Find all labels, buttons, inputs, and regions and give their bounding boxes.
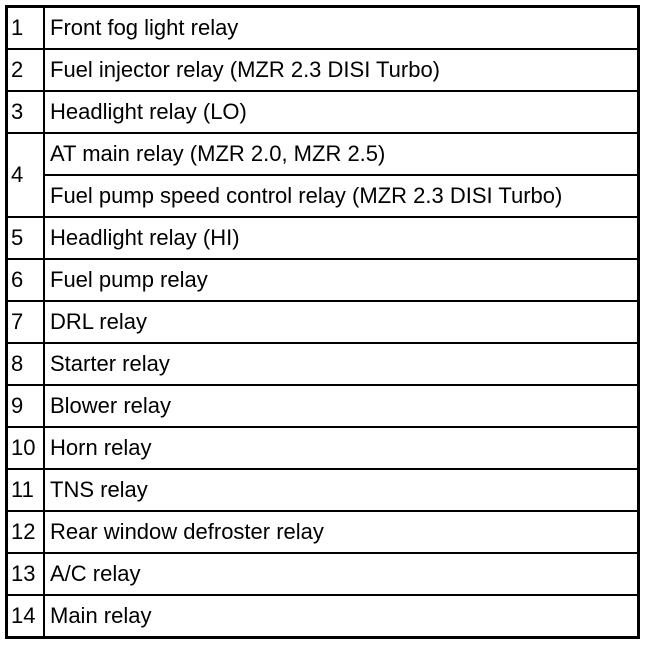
relay-description-group: TNS relay (45, 470, 637, 510)
relay-description-group: Blower relay (45, 386, 637, 426)
relay-description: A/C relay (50, 561, 141, 586)
relay-number: 12 (8, 512, 45, 552)
relay-number: 9 (8, 386, 45, 426)
relay-number: 4 (8, 134, 45, 216)
relay-description: Main relay (50, 603, 152, 628)
relay-number: 8 (8, 344, 45, 384)
relay-description: Starter relay (50, 351, 170, 376)
relay-number: 2 (8, 50, 45, 90)
relay-description-group: Rear window defroster relay (45, 512, 637, 552)
relay-description: TNS relay (50, 477, 148, 502)
relay-number: 7 (8, 302, 45, 342)
relay-number: 13 (8, 554, 45, 594)
relay-description-group: DRL relay (45, 302, 637, 342)
relay-description: Fuel pump relay (50, 267, 208, 292)
relay-description: Blower relay (50, 393, 172, 418)
relay-description-group: Headlight relay (HI) (45, 218, 637, 258)
relay-number: 11 (8, 470, 45, 510)
relay-number: 14 (8, 596, 45, 636)
relay-description-group: Fuel pump relay (45, 260, 637, 300)
relay-number: 6 (8, 260, 45, 300)
relay-description: Headlight relay (HI) (50, 225, 240, 250)
relay-description-group: Fuel injector relay (MZR 2.3 DISI Turbo) (45, 50, 637, 90)
relay-description: Fuel pump speed control relay (MZR 2.3 D… (45, 174, 637, 216)
relay-description: Fuel injector relay (MZR 2.3 DISI Turbo) (50, 57, 441, 82)
relay-number: 3 (8, 92, 45, 132)
relay-description-group: Horn relay (45, 428, 637, 468)
relay-description-group: Headlight relay (LO) (45, 92, 637, 132)
relay-description: AT main relay (MZR 2.0, MZR 2.5) (50, 141, 386, 166)
relay-description: Rear window defroster relay (50, 519, 324, 544)
relay-description: Front fog light relay (50, 15, 239, 40)
relay-description: DRL relay (50, 309, 147, 334)
relay-description-group: A/C relay (45, 554, 637, 594)
relay-description-group: Main relay (45, 596, 637, 636)
relay-description: Horn relay (50, 435, 152, 460)
relay-description-group: Starter relay (45, 344, 637, 384)
relay-number: 1 (8, 8, 45, 48)
relay-description-group: Front fog light relay (45, 8, 637, 48)
relay-description: Headlight relay (LO) (50, 99, 247, 124)
relay-number: 10 (8, 428, 45, 468)
relay-description-group: AT main relay (MZR 2.0, MZR 2.5) Fuel pum… (45, 134, 637, 216)
relay-number: 5 (8, 218, 45, 258)
